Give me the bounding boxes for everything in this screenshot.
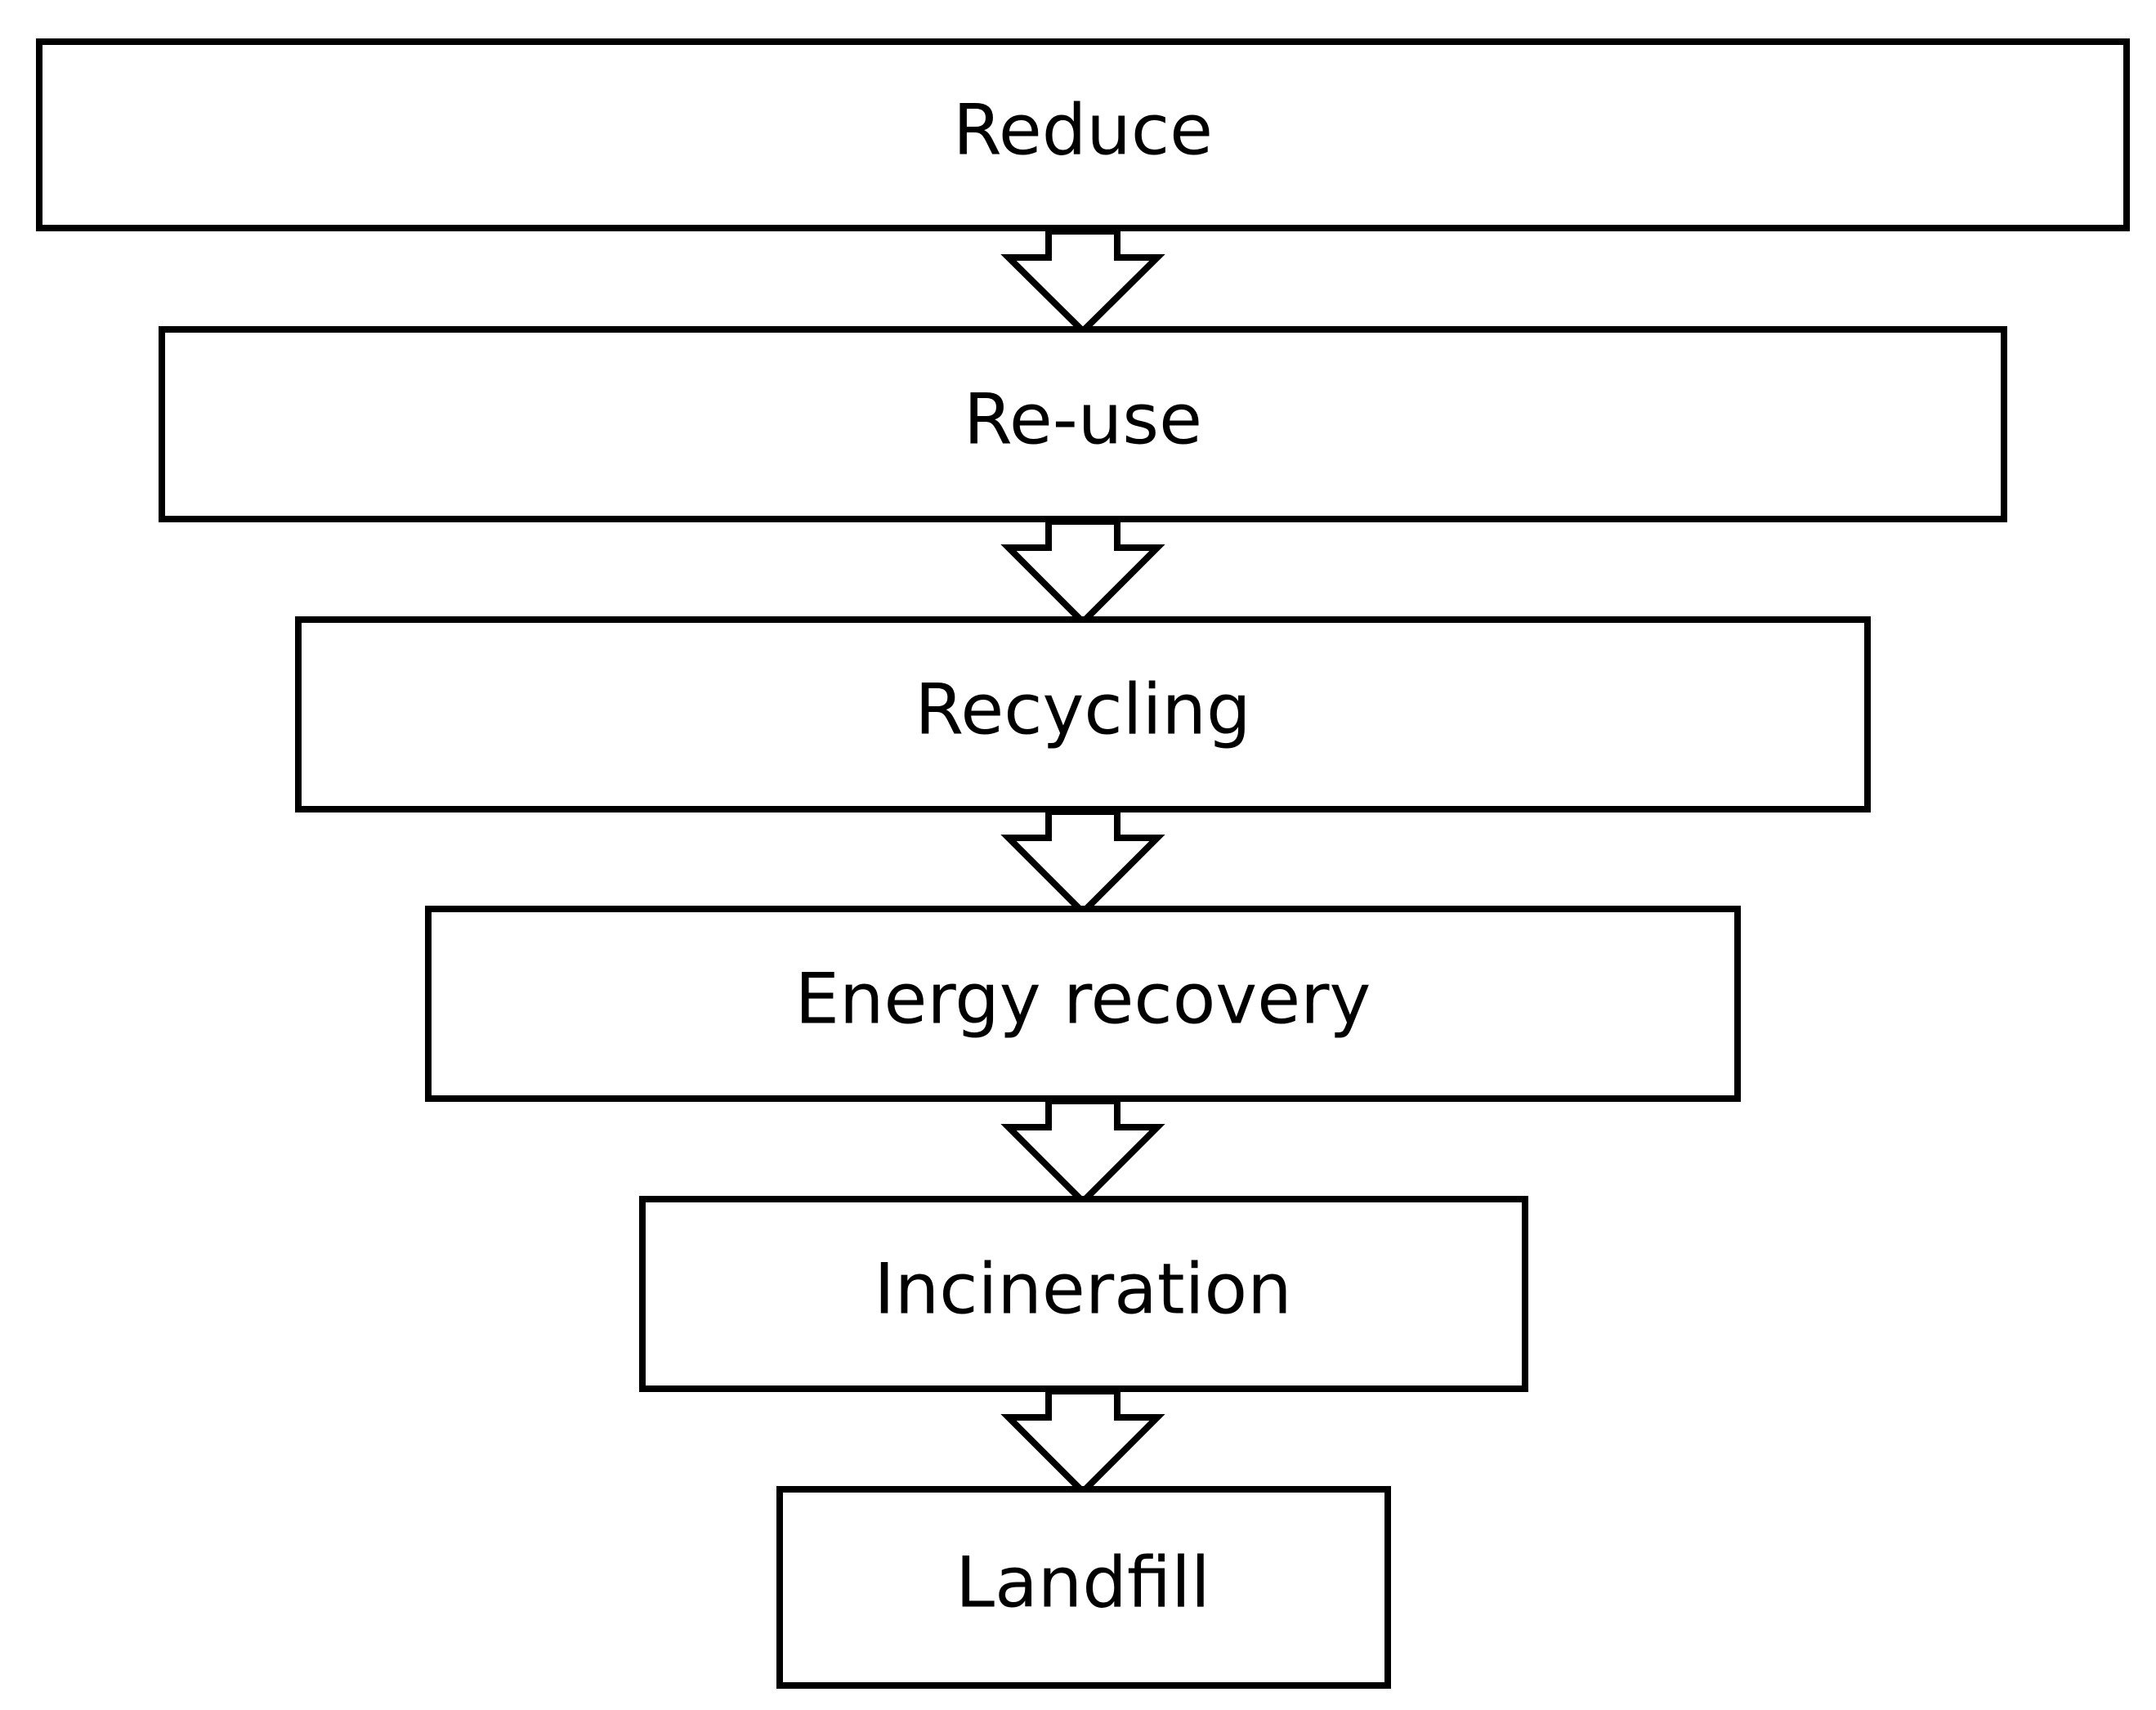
step-label-landfill: Landfill: [955, 1542, 1210, 1623]
step-label-incineration: Incineration: [874, 1248, 1291, 1330]
step-box-reduce: Reduce: [36, 38, 2130, 231]
step-label-reduce: Reduce: [953, 89, 1213, 171]
step-box-re-use: Re-use: [159, 326, 2007, 522]
step-label-recycling: Recycling: [915, 669, 1250, 750]
step-box-landfill: Landfill: [776, 1486, 1391, 1689]
down-arrow-2: [1000, 518, 1165, 627]
down-arrow-3: [1000, 808, 1165, 917]
down-arrow-5: [1000, 1388, 1165, 1497]
down-arrow-1: [1000, 228, 1165, 336]
step-label-re-use: Re-use: [964, 378, 1202, 460]
step-box-energy-recovery: Energy recovery: [425, 906, 1741, 1102]
step-label-energy-recovery: Energy recovery: [795, 958, 1371, 1040]
step-box-recycling: Recycling: [295, 616, 1871, 812]
step-box-incineration: Incineration: [639, 1196, 1528, 1392]
down-arrow-4: [1000, 1098, 1165, 1206]
